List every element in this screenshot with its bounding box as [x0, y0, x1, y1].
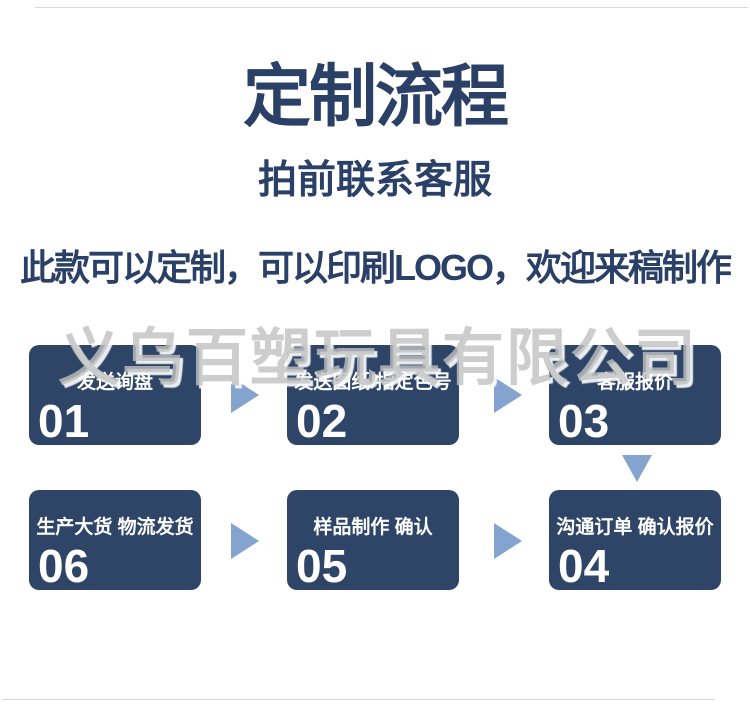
- step-label: 客服报价: [596, 372, 673, 393]
- arrow-right-icon-step1-step2: [231, 377, 259, 413]
- arrow-right-icon-row2-left: [231, 523, 259, 559]
- step-label: 发送图纸/指定色号: [294, 372, 452, 393]
- page-subtitle: 拍前联系客服: [257, 159, 492, 202]
- arrow-down-icon-step3-step4: [622, 455, 652, 482]
- step-box-05: 样品制作 确认 05: [287, 490, 459, 590]
- step-box-03: 客服报价 03: [549, 345, 721, 445]
- step-label: 样品制作 确认: [313, 517, 433, 538]
- step-box-01: 发送询盘 01: [29, 345, 201, 445]
- step-number: 01: [38, 395, 90, 447]
- page-title: 定制流程: [242, 59, 509, 135]
- step-number: 05: [296, 540, 348, 592]
- page-tagline: 此款可以定制，可以印刷LOGO，欢迎来稿制作: [20, 247, 732, 288]
- arrow-right-icon-row2-right: [494, 523, 522, 559]
- arrow-right-icon-step2-step3: [494, 377, 522, 413]
- step-box-04: 沟通订单 确认报价 04: [549, 490, 721, 590]
- step-number: 03: [558, 395, 610, 447]
- step-number: 06: [38, 540, 90, 592]
- bottom-border-line: [2, 699, 715, 700]
- step-box-02: 发送图纸/指定色号 02: [287, 345, 459, 445]
- step-box-06: 生产大货 物流发货 06: [29, 490, 201, 590]
- top-border-line: [35, 7, 748, 8]
- step-number: 02: [296, 395, 348, 447]
- step-label: 沟通订单 确认报价: [556, 517, 714, 538]
- step-label: 发送询盘: [76, 372, 153, 393]
- step-label: 生产大货 物流发货: [36, 517, 194, 538]
- step-number: 04: [558, 540, 610, 592]
